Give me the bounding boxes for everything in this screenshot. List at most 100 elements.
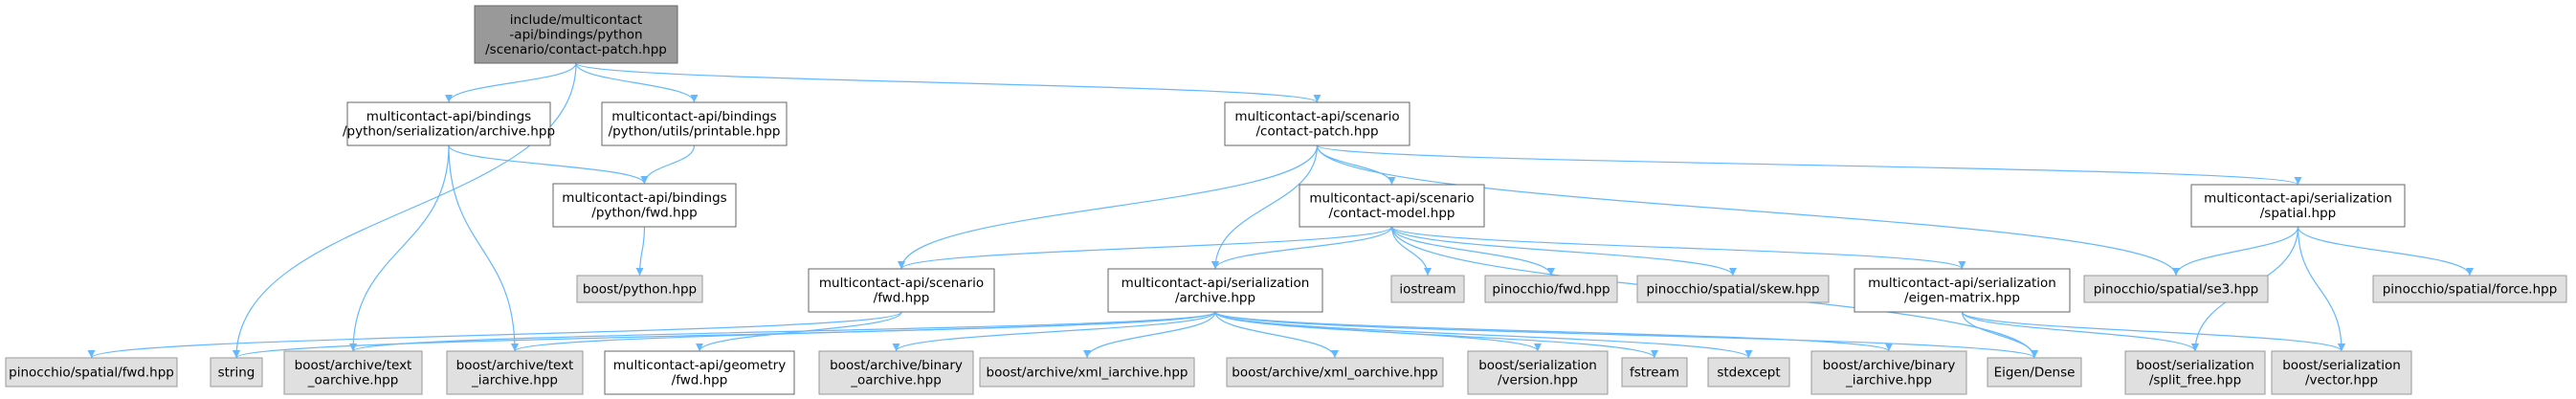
node-contact_model[interactable]: multicontact-api/scenario/contact-model.…	[1299, 184, 1485, 228]
node-box	[979, 357, 1195, 388]
edge-contact_patch-to-scenario_fwd	[898, 144, 1319, 270]
node-xml_oarchive: boost/archive/xml_oarchive.hpp	[1226, 357, 1444, 388]
node-label-line: boost/archive/binary	[830, 358, 963, 373]
edge-contact_model-to-pin_fwd	[1390, 226, 1555, 277]
edge-ser_archive-to-stdexcept	[1214, 311, 1753, 359]
node-label-line: boost/python.hpp	[583, 281, 697, 297]
node-label-line: multicontact-api/scenario	[1234, 109, 1399, 124]
node-box	[1484, 275, 1618, 303]
node-ser_version: boost/serialization/version.hpp	[1467, 350, 1609, 395]
node-eigen_matrix[interactable]: multicontact-api/serialization/eigen-mat…	[1854, 268, 2071, 313]
node-box	[1636, 275, 1830, 303]
node-label-line: boost/archive/text	[456, 358, 574, 373]
node-pin_skew: pinocchio/spatial/skew.hpp	[1636, 275, 1830, 303]
node-box	[808, 268, 995, 313]
node-xml_iarchive: boost/archive/xml_iarchive.hpp	[979, 357, 1195, 388]
node-fstream: fstream	[1621, 357, 1688, 388]
edge-py_archive-to-text_oarchive	[349, 144, 450, 352]
node-label-line: /vector.hpp	[2305, 373, 2378, 388]
node-box	[2083, 275, 2269, 303]
node-label-line: /python/fwd.hpp	[591, 206, 697, 221]
node-py_fwd[interactable]: multicontact-api/bindings/python/fwd.hpp	[552, 183, 737, 228]
node-py_printable[interactable]: multicontact-api/bindings/python/utils/p…	[601, 101, 788, 146]
node-label-line: /scenario/contact-patch.hpp	[485, 42, 667, 57]
node-label-line: pinocchio/spatial/skew.hpp	[1646, 281, 1819, 297]
node-label-line: pinocchio/fwd.hpp	[1492, 281, 1610, 297]
node-label-line: multicontact-api/geometry	[613, 358, 786, 373]
edge-ser_archive-to-text_oarchive	[349, 311, 1216, 352]
node-label-line: /contact-patch.hpp	[1255, 124, 1378, 140]
node-eigen_dense: Eigen/Dense	[1987, 357, 2082, 388]
edge-contact_model-to-iostream	[1390, 226, 1432, 277]
node-label-line: _iarchive.hpp	[1845, 373, 1932, 388]
node-label-line: /fwd.hpp	[874, 291, 930, 306]
node-box	[2271, 350, 2412, 395]
edge-ser_archive-to-xml_oarchive	[1214, 311, 1339, 359]
node-label-line: multicontact-api/serialization	[2204, 191, 2392, 207]
edge-py_archive-to-text_iarchive	[448, 144, 519, 352]
edge-contact_model-to-scenario_fwd	[898, 226, 1393, 270]
edge-root-to-py_archive	[445, 62, 577, 103]
edge-eigen_matrix-to-split_free	[1961, 311, 2199, 352]
edge-py_fwd-to-boost_python	[635, 226, 646, 277]
node-label-line: pinocchio/spatial/se3.hpp	[2094, 281, 2259, 297]
node-box	[1390, 275, 1465, 303]
node-box	[283, 350, 423, 395]
node-label-line: boost/archive/xml_oarchive.hpp	[1232, 365, 1438, 380]
node-label-line: iostream	[1399, 281, 1455, 297]
node-box	[1299, 184, 1485, 228]
node-label-line: /split_free.hpp	[2149, 373, 2241, 388]
node-root[interactable]: include/multicontact-api/bindings/python…	[474, 5, 678, 64]
node-label-line: _iarchive.hpp	[471, 373, 558, 388]
node-label-line: multicontact-api/scenario	[819, 276, 984, 291]
node-pin_spatial_fwd: pinocchio/spatial/fwd.hpp	[5, 357, 178, 388]
edge-contact_model-to-pin_skew	[1390, 226, 1737, 277]
node-boost_python: boost/python.hpp	[576, 275, 703, 303]
node-scenario_fwd[interactable]: multicontact-api/scenario/fwd.hpp	[808, 268, 995, 313]
node-py_archive[interactable]: multicontact-api/bindings/python/seriali…	[343, 101, 555, 146]
edge-contact_patch-to-ser_archive	[1211, 144, 1319, 270]
node-geometry_fwd[interactable]: multicontact-api/geometry/fwd.hpp	[604, 350, 795, 395]
node-label-line: stdexcept	[1717, 365, 1780, 380]
node-label-line: boost/archive/text	[295, 358, 412, 373]
node-label-line: string	[218, 365, 255, 380]
edges	[87, 62, 2474, 359]
edge-ser_spatial-to-pin_force	[2297, 226, 2474, 277]
node-label-line: boost/archive/binary	[1823, 358, 1956, 373]
edge-ser_archive-to-xml_iarchive	[1083, 311, 1216, 359]
node-box	[1226, 357, 1444, 388]
node-ser_archive[interactable]: multicontact-api/serialization/archive.h…	[1107, 268, 1323, 313]
node-box	[5, 357, 178, 388]
edge-ser_spatial-to-pin_se3	[2172, 226, 2299, 277]
edge-ser_archive-to-fstream	[1214, 311, 1658, 359]
node-box	[1810, 350, 1967, 395]
edge-py_printable-to-py_fwd	[640, 144, 696, 185]
edge-root-to-string	[233, 62, 577, 359]
edge-ser_archive-to-text_iarchive	[511, 311, 1216, 352]
node-box	[552, 183, 737, 228]
node-pin_se3: pinocchio/spatial/se3.hpp	[2083, 275, 2269, 303]
node-ser_vector: boost/serialization/vector.hpp	[2271, 350, 2412, 395]
node-contact_patch[interactable]: multicontact-api/scenario/contact-patch.…	[1224, 101, 1410, 146]
node-box	[1987, 357, 2082, 388]
node-label-line: boost/serialization	[2136, 358, 2254, 373]
edge-contact_patch-to-pin_se3	[1316, 144, 2180, 277]
node-iostream: iostream	[1390, 275, 1465, 303]
node-stdexcept: stdexcept	[1707, 357, 1790, 388]
node-label-line: _oarchive.hpp	[850, 373, 942, 388]
node-box	[2190, 184, 2406, 228]
node-label-line: -api/bindings/python	[509, 27, 642, 42]
node-label-line: /eigen-matrix.hpp	[1904, 291, 2020, 306]
node-pin_force: pinocchio/spatial/force.hpp	[2372, 275, 2567, 303]
node-label-line: /python/serialization/archive.hpp	[343, 124, 555, 140]
edge-py_archive-to-py_fwd	[448, 144, 649, 185]
node-label-line: boost/serialization	[1478, 358, 1597, 373]
node-pin_fwd: pinocchio/fwd.hpp	[1484, 275, 1618, 303]
node-box	[346, 101, 551, 146]
node-label-line: pinocchio/spatial/force.hpp	[2383, 281, 2558, 297]
node-box	[576, 275, 703, 303]
node-box	[210, 357, 263, 388]
edge-contact_patch-to-ser_spatial	[1316, 144, 2302, 186]
node-ser_spatial[interactable]: multicontact-api/serialization/spatial.h…	[2190, 184, 2406, 228]
